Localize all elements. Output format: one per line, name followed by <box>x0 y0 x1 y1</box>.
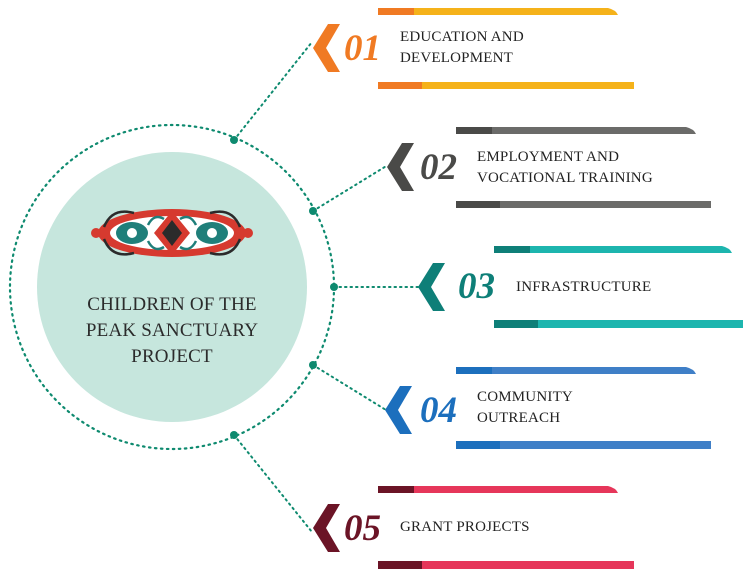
item-4-label-line-1: COMMUNITY <box>477 389 573 405</box>
connector-5 <box>233 434 313 533</box>
item-4-label: COMMUNITY OUTREACH <box>477 387 573 429</box>
chevron-left-icon <box>387 143 414 191</box>
item-2 <box>387 127 711 208</box>
item-1-bottom-bar <box>422 82 634 89</box>
item-5-number: 05 <box>344 508 381 549</box>
item-4-bottom-bar <box>500 441 711 449</box>
item-4-top-bar <box>492 367 696 374</box>
item-4-number: 04 <box>420 390 457 431</box>
item-4-bottom-bar-dark <box>456 441 500 449</box>
item-3-label-line-1: INFRASTRUCTURE <box>516 279 652 295</box>
connector-dot-1 <box>230 136 238 144</box>
item-2-top-bar <box>492 127 696 134</box>
item-3-number: 03 <box>458 266 495 307</box>
item-2-top-bar-dark <box>456 127 492 134</box>
item-4 <box>385 367 711 449</box>
item-3-bottom-bar-dark <box>494 320 538 328</box>
item-4-label-line-2: OUTREACH <box>477 410 561 426</box>
item-3 <box>418 246 743 328</box>
item-1-top-bar-dark <box>378 8 414 15</box>
chevron-left-icon <box>313 24 340 72</box>
item-5-top-bar-dark <box>378 486 414 493</box>
item-2-bottom-bar <box>500 201 711 208</box>
connector-dots <box>230 136 338 439</box>
center-title: CHILDREN OF THE PEAK SANCTUARY PROJECT <box>52 292 292 370</box>
item-1-top-bar <box>414 8 618 15</box>
item-2-label-line-2: VOCATIONAL TRAINING <box>477 170 653 186</box>
item-3-label: INFRASTRUCTURE <box>516 277 651 298</box>
connector-2 <box>312 164 389 212</box>
item-5-top-bar <box>414 486 618 493</box>
center-title-line-1: CHILDREN OF THE <box>87 294 257 315</box>
connector-dot-2 <box>309 207 317 215</box>
connector-dot-5 <box>230 431 238 439</box>
chevron-left-icon <box>313 504 340 552</box>
item-1-label-line-1: EDUCATION AND <box>400 29 524 45</box>
item-1 <box>313 8 634 89</box>
connector-1 <box>233 41 313 141</box>
item-2-label: EMPLOYMENT AND VOCATIONAL TRAINING <box>477 147 653 189</box>
center-circle <box>37 152 307 422</box>
item-2-label-line-1: EMPLOYMENT AND <box>477 149 620 165</box>
item-2-bottom-bar-dark <box>456 201 500 208</box>
item-3-top-bar <box>530 246 732 253</box>
item-2-number: 02 <box>420 147 457 188</box>
item-4-top-bar-dark <box>456 367 492 374</box>
chevron-left-icon <box>385 386 412 434</box>
item-3-top-bar-dark <box>494 246 530 253</box>
item-5-label: GRANT PROJECTS <box>400 517 530 538</box>
center-title-line-3: PROJECT <box>131 346 213 367</box>
item-5 <box>313 486 634 569</box>
connector-4 <box>312 364 387 411</box>
item-1-number: 01 <box>344 28 381 69</box>
item-1-label: EDUCATION AND DEVELOPMENT <box>400 27 524 69</box>
item-5-bottom-bar-dark <box>378 561 422 569</box>
center-title-line-2: PEAK SANCTUARY <box>85 320 259 341</box>
connector-dot-3 <box>330 283 338 291</box>
ornament-icon <box>91 209 253 257</box>
item-1-bottom-bar-dark <box>378 82 422 89</box>
connector-dot-4 <box>309 361 317 369</box>
chevron-left-icon <box>418 263 445 311</box>
item-1-label-line-2: DEVELOPMENT <box>400 50 514 66</box>
connectors <box>233 41 419 533</box>
item-5-label-line-1: GRANT PROJECTS <box>400 519 530 535</box>
item-3-bottom-bar <box>538 320 743 328</box>
item-5-bottom-bar <box>422 561 634 569</box>
